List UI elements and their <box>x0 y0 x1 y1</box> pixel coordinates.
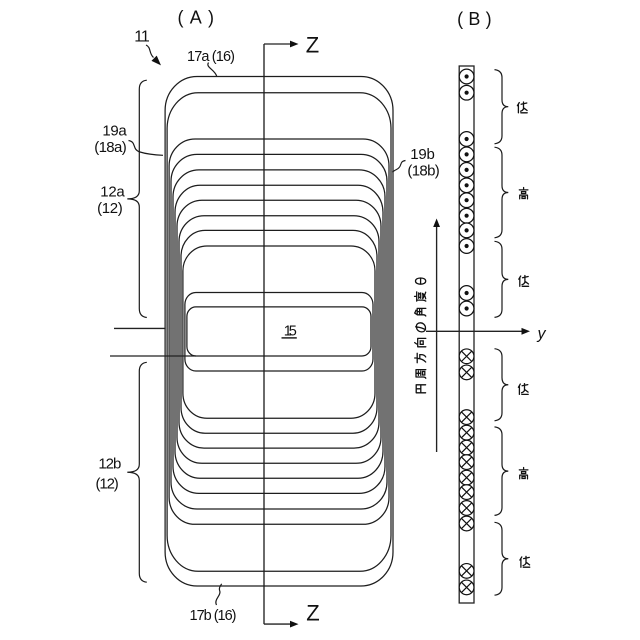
svg-text:17a (16): 17a (16) <box>187 49 235 65</box>
svg-text:12b: 12b <box>98 455 121 472</box>
svg-text:17b (16): 17b (16) <box>190 608 237 624</box>
svg-text:(12): (12) <box>96 475 119 492</box>
svg-text:( A ): ( A ) <box>177 7 214 27</box>
svg-text:19b: 19b <box>410 146 435 163</box>
svg-text:(12): (12) <box>97 200 123 217</box>
svg-text:12a: 12a <box>100 183 125 200</box>
svg-text:(18a): (18a) <box>94 139 127 156</box>
svg-text:19a: 19a <box>102 122 127 139</box>
svg-text:Z: Z <box>306 600 319 625</box>
svg-text:Z: Z <box>306 32 319 57</box>
svg-text:y: y <box>537 326 547 343</box>
svg-text:(18b): (18b) <box>407 162 439 179</box>
svg-text:11: 11 <box>134 28 150 45</box>
svg-text:15: 15 <box>284 323 297 339</box>
svg-text:( B ): ( B ) <box>457 9 492 29</box>
